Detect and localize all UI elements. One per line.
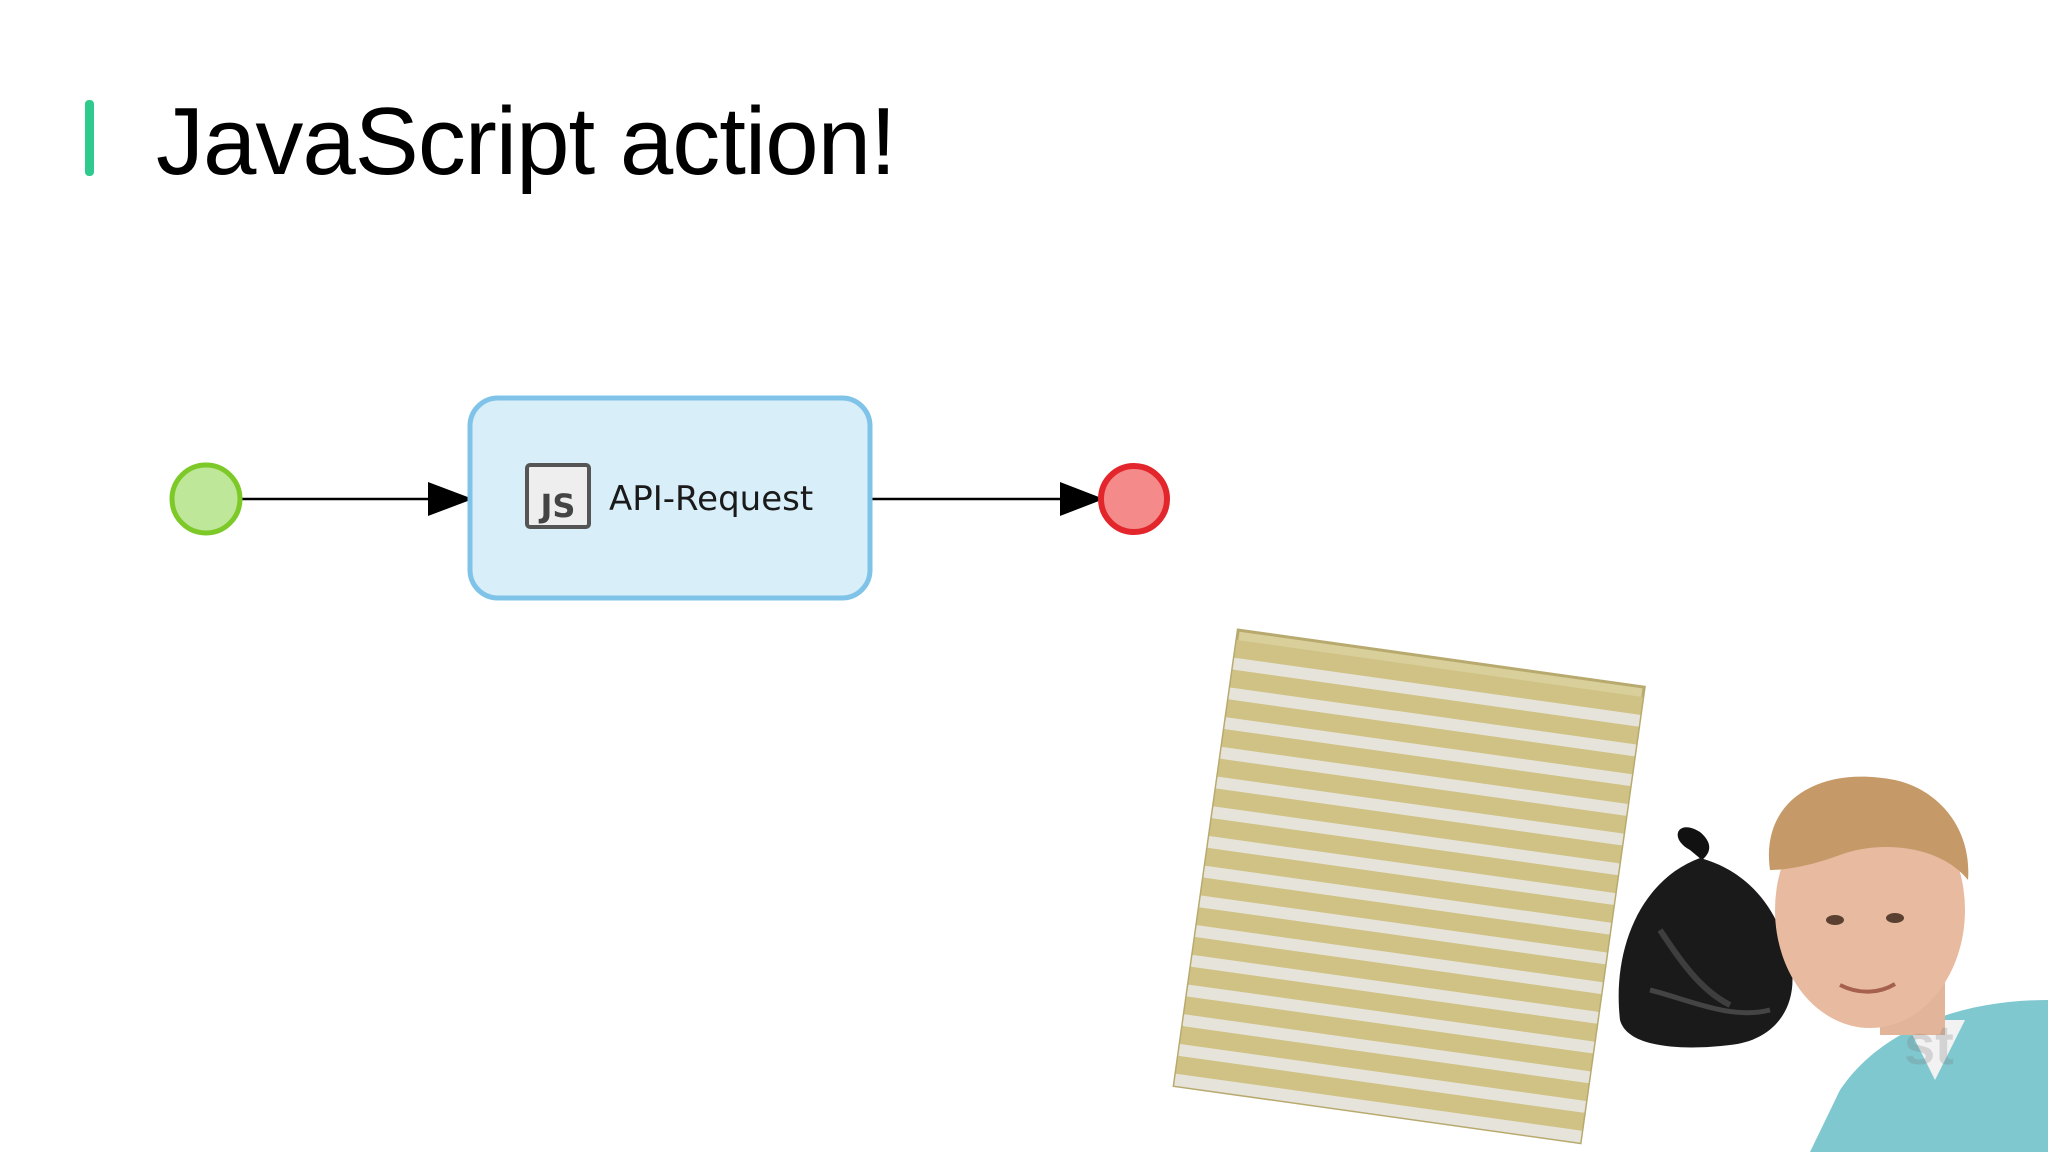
slat-gap bbox=[1199, 895, 1607, 965]
js-icon: JS bbox=[524, 462, 592, 530]
sequence-flow-start-to-task[interactable] bbox=[240, 482, 473, 516]
slat-gap bbox=[1178, 1043, 1587, 1113]
slat-gap bbox=[1228, 687, 1637, 757]
wood-slat bbox=[1221, 729, 1631, 804]
task-api-request[interactable] bbox=[467, 395, 873, 601]
wood-slat bbox=[1192, 937, 1602, 1012]
wood-slat bbox=[1205, 847, 1614, 923]
wood-slat bbox=[1175, 1055, 1585, 1131]
wood-slat bbox=[1217, 758, 1627, 834]
wood-slat bbox=[1213, 788, 1622, 864]
wood-slat bbox=[1230, 669, 1639, 745]
wood-slat bbox=[1200, 877, 1610, 953]
start-event[interactable] bbox=[169, 462, 243, 536]
slat-gap bbox=[1224, 717, 1632, 787]
wood-slat bbox=[1184, 996, 1593, 1072]
wooden-panel-image bbox=[1172, 628, 1646, 1145]
wood-slat bbox=[1234, 639, 1643, 715]
slat-gap bbox=[1186, 984, 1595, 1054]
slat-gap bbox=[1182, 1014, 1591, 1084]
end-event[interactable] bbox=[1098, 463, 1170, 535]
slat-gap bbox=[1232, 657, 1641, 727]
slat-gap bbox=[1203, 865, 1612, 935]
wood-slat bbox=[1196, 907, 1606, 983]
wood-slat bbox=[1180, 1026, 1589, 1102]
slat-gap bbox=[1190, 954, 1599, 1024]
js-icon-text: JS bbox=[539, 487, 576, 525]
task-label: API-Request bbox=[609, 479, 814, 519]
slat-gap bbox=[1174, 1073, 1582, 1143]
slat-gap bbox=[1195, 925, 1603, 995]
watermark-text: st bbox=[1904, 1013, 1954, 1076]
wood-slat bbox=[1209, 818, 1618, 894]
slat-gap bbox=[1211, 806, 1620, 876]
slat-gap bbox=[1220, 746, 1628, 816]
title-accent-bar bbox=[85, 100, 94, 176]
sequence-flow-task-to-end[interactable] bbox=[870, 482, 1104, 516]
slat-gap bbox=[1207, 836, 1616, 905]
wood-slat bbox=[1188, 966, 1597, 1042]
trash-bag-image bbox=[1618, 827, 1793, 1048]
slide-title: JavaScript action! bbox=[156, 88, 897, 195]
wood-slat bbox=[1225, 699, 1635, 775]
slat-gap bbox=[1215, 776, 1624, 846]
presenter-image bbox=[1768, 776, 2048, 1152]
